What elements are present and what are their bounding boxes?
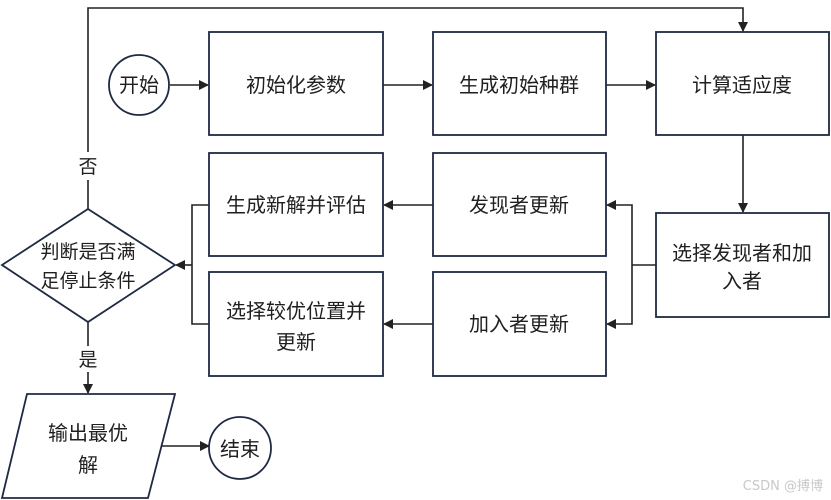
edge-new-solution-merge: [191, 204, 209, 325]
edge-to-producer-update: [606, 200, 633, 265]
init-params-label: 初始化参数: [246, 73, 346, 97]
start-node: [108, 54, 170, 116]
yes-branch-label: 是: [78, 349, 97, 371]
scrounger-update-label: 加入者更新: [469, 312, 569, 336]
producer-update-label: 发现者更新: [469, 193, 569, 217]
init-params-node: [208, 31, 384, 136]
end-label: 结束: [220, 437, 260, 461]
stop-check-node: [0, 207, 177, 324]
producer-update-node: [432, 152, 607, 257]
output-node: [0, 393, 177, 499]
new-solution-label: 生成新解并评估: [226, 193, 366, 217]
scrounger-update-node: [432, 271, 607, 377]
init-population-label: 生成初始种群: [459, 73, 579, 97]
end-node: [208, 416, 272, 480]
select-better-label-line2: 更新: [276, 330, 316, 354]
output-label-line1: 输出最优: [48, 421, 128, 445]
select-roles-label-line1: 选择发现者和加: [672, 241, 812, 265]
start-label: 开始: [119, 73, 159, 97]
select-better-node: [208, 271, 384, 377]
stop-check-label-line1: 判断是否满: [40, 241, 135, 263]
fitness-label: 计算适应度: [692, 73, 792, 97]
edge-to-scrounger-update: [606, 265, 633, 329]
init-population-node: [432, 31, 607, 136]
new-solution-node: [208, 152, 384, 257]
no-branch-label: 否: [78, 156, 97, 178]
select-roles-node: [655, 212, 830, 318]
select-better-label-line1: 选择较优位置并: [226, 299, 366, 323]
edge-no-loop-top: [87, 7, 748, 152]
select-roles-label-line2: 入者: [722, 269, 762, 293]
fitness-node: [655, 31, 830, 136]
output-label-line2: 解: [78, 453, 98, 477]
stop-check-label-line2: 足停止条件: [40, 270, 135, 292]
watermark: CSDN @搏博: [742, 479, 823, 494]
